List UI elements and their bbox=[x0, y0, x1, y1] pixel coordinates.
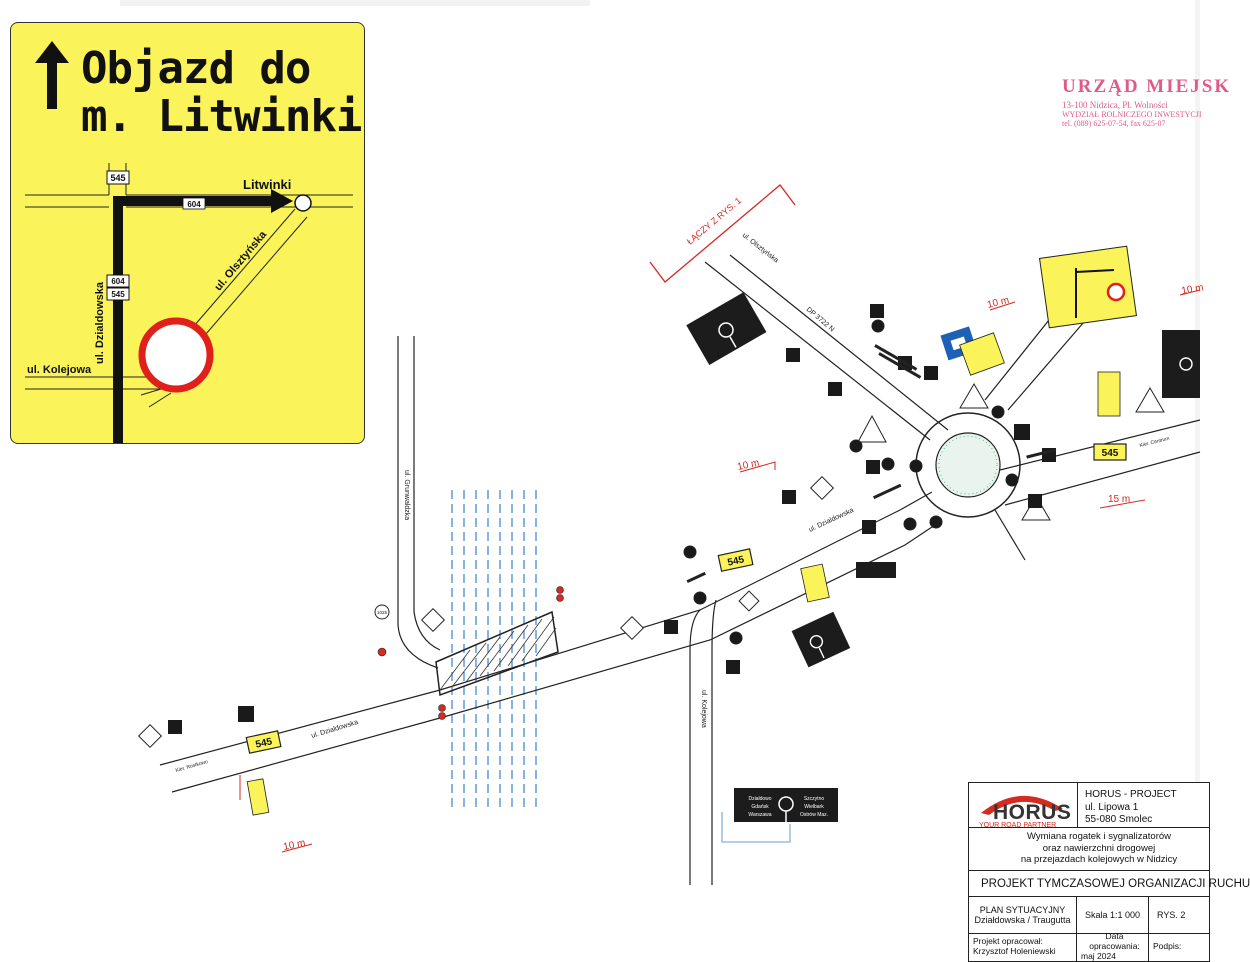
detour-street-dzialdowska: ul. Dzialdowska bbox=[94, 281, 106, 364]
plan-row: PLAN SYTUACYJNY Działdowska / Traugutta … bbox=[969, 897, 1209, 934]
company-address2: 55-080 Smolec bbox=[1085, 814, 1153, 825]
label-dp: DP 3722 N bbox=[805, 306, 836, 333]
road-plate-545-right: 545 bbox=[1093, 443, 1127, 461]
signature-label: Podpis: bbox=[1153, 941, 1182, 952]
horus-logo: HORUS YOUR ROAD PARTNER bbox=[975, 787, 1071, 829]
project-title: PROJEKT TYMCZASOWEJ ORGANIZACJI RUCHU bbox=[969, 871, 1250, 897]
match-line bbox=[649, 184, 796, 283]
detour-sign: Objazd do m. Litwinki 545 bbox=[10, 22, 365, 444]
railway-tracks bbox=[451, 490, 537, 812]
label-grunwaldzka: ul. Grunwaldzka bbox=[403, 470, 410, 520]
distance-markers bbox=[239, 289, 1201, 853]
date-label: Data opracowania: bbox=[1089, 931, 1140, 952]
detour-road-604-side: 604 bbox=[111, 277, 125, 286]
svg-text:Ostrów Maz.: Ostrów Maz. bbox=[800, 812, 828, 818]
railway-crossing bbox=[435, 610, 559, 697]
author-row: Projekt opracował: Krzysztof Holeniewski… bbox=[969, 931, 1209, 961]
traffic-lights bbox=[377, 586, 564, 720]
date-value: maj 2024 bbox=[1081, 950, 1116, 961]
stamp-line3: WYDZIAŁ ROLNICZEGO INWESTYCJI bbox=[1062, 110, 1202, 119]
plan-line1: PLAN SYTUACYJNY bbox=[979, 904, 1066, 915]
logo-tagline: YOUR ROAD PARTNER bbox=[979, 822, 1057, 829]
dist-10-mid: 10 m bbox=[736, 458, 760, 473]
detour-map: 545 604 604 545 Litwinki ul. Dzialdowska… bbox=[25, 163, 353, 443]
author-label: Projekt opracował: bbox=[973, 936, 1043, 947]
svg-text:Działdowo: Działdowo bbox=[748, 796, 771, 802]
roundabout bbox=[915, 412, 1021, 518]
label-dir-centrum: Kier. Centrum bbox=[1139, 436, 1170, 449]
road-plate-545-mid: 545 bbox=[717, 548, 754, 572]
board-small bbox=[856, 562, 896, 578]
match-line-label: ŁĄCZY Z RYS. 1 bbox=[685, 195, 743, 246]
board-roundabout-bottom bbox=[791, 611, 851, 668]
site-plan: ŁĄCZY Z RYS. 1 ul. Olsztyńska DP 3722 N … bbox=[120, 0, 1204, 960]
author-cell: Projekt opracował: Krzysztof Holeniewski bbox=[969, 933, 1077, 961]
svg-text:Szczytno: Szczytno bbox=[804, 796, 825, 802]
desc-line1: Wymiana rogatek i sygnalizatorów bbox=[1026, 830, 1172, 842]
svg-text:Gdańsk: Gdańsk bbox=[751, 804, 769, 810]
black-signs bbox=[168, 304, 1056, 734]
drawing-number: RYS. 2 bbox=[1157, 909, 1186, 920]
detour-town-litwinki: Litwinki bbox=[243, 177, 291, 192]
office-stamp: URZĄD MIEJSK 13-100 Nidzica, Pl. Wolnośc… bbox=[1062, 76, 1231, 128]
arrow-up-icon bbox=[35, 41, 69, 109]
stamp-line4: tel. (089) 625-07-54, fax 625-07 bbox=[1062, 119, 1166, 128]
dist-10-top: 10 m bbox=[986, 295, 1010, 311]
company-address1: ul. Lipowa 1 bbox=[1085, 801, 1139, 813]
signature-cell: Podpis: bbox=[1149, 933, 1209, 961]
svg-text:545: 545 bbox=[255, 736, 274, 750]
dist-10-bottom: 10 m bbox=[282, 838, 306, 853]
label-olsztynska: ul. Olsztyńska bbox=[741, 232, 780, 264]
logo-text: HORUS bbox=[993, 801, 1072, 824]
svg-text:Warszawa: Warszawa bbox=[748, 812, 771, 818]
author-name: Krzysztof Holeniewski bbox=[973, 946, 1056, 956]
detour-road-604: 604 bbox=[187, 200, 201, 209]
detour-title-line1: Objazd do bbox=[81, 43, 311, 94]
project-description: Wymiana rogatek i sygnalizatorów oraz na… bbox=[969, 827, 1209, 871]
detour-street-kolejowa: ul. Kolejowa bbox=[27, 364, 92, 376]
yellow-detour-signs bbox=[246, 332, 1121, 816]
svg-text:Wielbark: Wielbark bbox=[804, 804, 824, 810]
dist-15: 15 m bbox=[1108, 494, 1130, 505]
board-roundabout-top bbox=[686, 292, 767, 366]
svg-text:545: 545 bbox=[1102, 448, 1119, 459]
mini-detour-sign bbox=[1038, 245, 1138, 329]
title-block-header: HORUS YOUR ROAD PARTNER HORUS - PROJECT … bbox=[969, 783, 1209, 829]
dist-10-right: 10 m bbox=[1181, 282, 1205, 297]
direction-sign-board: Działdowo Gdańsk Warszawa Szczytno Wielb… bbox=[721, 788, 838, 843]
plan-scale: Skala 1:1 000 bbox=[1077, 897, 1149, 933]
company-name: HORUS - PROJECT bbox=[1085, 789, 1177, 800]
desc-line2: oraz nawierzchni drogowej bbox=[1042, 842, 1156, 854]
detour-road-545-side: 545 bbox=[111, 290, 125, 299]
zebra-crossings bbox=[686, 344, 1057, 584]
company-info: HORUS - PROJECT ul. Lipowa 1 55-080 Smol… bbox=[1085, 789, 1177, 827]
label-kolejowa: ul. Kolejowa bbox=[700, 690, 707, 728]
stamp-line2: 13-100 Nidzica, Pl. Wolności bbox=[1062, 100, 1168, 110]
label-dir-rostkowo: Kier. Rostkowo bbox=[175, 759, 209, 774]
logo-roof-icon bbox=[981, 795, 1063, 815]
road-edges bbox=[159, 254, 1201, 885]
sign-1025: 1025 bbox=[374, 604, 390, 620]
svg-text:1025: 1025 bbox=[377, 610, 388, 615]
date-cell: Data opracowania: maj 2024 bbox=[1077, 931, 1149, 961]
title-block: HORUS YOUR ROAD PARTNER HORUS - PROJECT … bbox=[968, 782, 1250, 962]
desc-line3: na przejazdach kolejowych w Nidzicy bbox=[1020, 854, 1178, 866]
plan-name: PLAN SYTUACYJNY Działdowska / Traugutta bbox=[969, 897, 1077, 933]
label-dzialdowska-right: ul. Dzialdowska bbox=[808, 507, 855, 534]
detour-title-line2: m. Litwinki bbox=[81, 91, 362, 142]
detour-road-545-top: 545 bbox=[110, 173, 125, 183]
detour-street-olsztynska: ul. Olsztyńska bbox=[212, 228, 269, 293]
road-plate-545-left: 545 bbox=[245, 730, 282, 754]
board-right-edge bbox=[1162, 330, 1200, 398]
svg-text:545: 545 bbox=[727, 554, 746, 568]
round-signs bbox=[683, 319, 1019, 645]
plan-line2: Działdowska / Traugutta bbox=[974, 915, 1071, 925]
stamp-line1: URZĄD MIEJSK bbox=[1062, 76, 1232, 97]
warning-signs bbox=[137, 383, 1165, 749]
